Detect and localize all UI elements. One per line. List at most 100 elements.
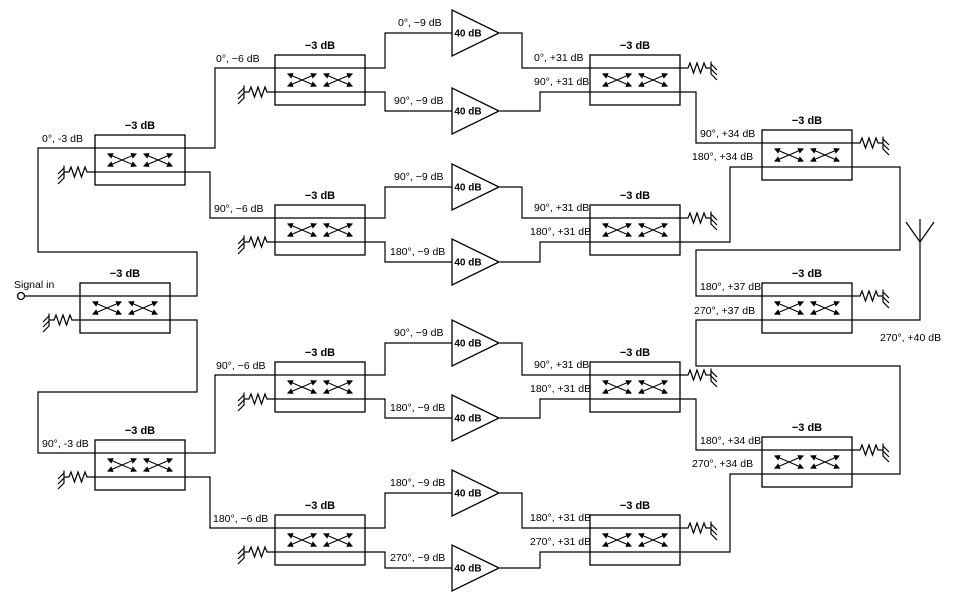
phase-level-label: 0°, −6 dB [216, 53, 260, 65]
terminated-port [237, 84, 276, 105]
phase-level-label: 270°, −9 dB [390, 552, 445, 564]
coupler-loss-label: −3 dB [125, 425, 155, 437]
amplifier-3: 40 dB [451, 163, 500, 211]
wire-splitter7-bottom-out [365, 551, 452, 569]
combiner-3: −3 dB [590, 347, 718, 412]
phase-level-label: 0°, +31 dB [534, 52, 583, 64]
amplifier-6: 40 dB [451, 394, 500, 442]
input-terminal [16, 291, 26, 301]
coupler-loss-label: −3 dB [305, 190, 335, 202]
amplifier-1: 40 dB [451, 9, 500, 57]
terminated-port [851, 288, 890, 309]
splitter-4: −3 dB [237, 40, 365, 105]
antenna-icon [905, 219, 935, 268]
phase-level-label: 180°, −9 dB [390, 402, 445, 414]
coupler-symbol [275, 55, 365, 105]
wire-amp6-out [500, 398, 590, 419]
phase-level-label: 90°, −6 dB [214, 203, 263, 215]
combiner-4: −3 dB [590, 500, 718, 565]
wire-combiner4-out [680, 473, 762, 553]
splitter-3: −3 dB [57, 425, 185, 490]
wire-splitter5-bottom-out [365, 241, 452, 263]
wire-amp8-out [500, 551, 590, 569]
coupler-symbol [95, 135, 185, 185]
phase-level-label: 180°, −9 dB [390, 246, 445, 258]
combiner-1: −3 dB [590, 40, 718, 105]
wire-combiner6-out [695, 319, 901, 475]
coupler-loss-label: −3 dB [620, 347, 650, 359]
terminated-port [679, 520, 718, 541]
terminated-port [237, 234, 276, 255]
terminated-port [57, 469, 96, 490]
phase-level-label: 180°, +31 dB [530, 383, 591, 395]
amp-gain-label: 40 dB [454, 183, 481, 194]
coupler-symbol [80, 283, 170, 333]
amp-gain-label: 40 dB [454, 29, 481, 40]
coupler-symbol [275, 205, 365, 255]
wire-final-out [852, 268, 921, 321]
amp-gain-label: 40 dB [454, 489, 481, 500]
wire-splitter2-top-out [185, 67, 275, 149]
amp-gain-label: 40 dB [454, 414, 481, 425]
wire-labels: 0°, -3 dB 90°, -3 dB 0°, −6 dB 90°, −6 d… [42, 17, 941, 564]
amplifier-2: 40 dB [451, 87, 500, 135]
coupler-loss-label: −3 dB [620, 500, 650, 512]
phase-level-label: 90°, −6 dB [216, 360, 265, 372]
amp-gain-label: 40 dB [454, 107, 481, 118]
coupler-loss-label: −3 dB [620, 40, 650, 52]
splitter-5: −3 dB [237, 190, 365, 255]
wire-amp7-out [500, 492, 590, 529]
phase-level-label: 90°, −9 dB [394, 171, 443, 183]
phase-level-label: 270°, +31 dB [530, 536, 591, 548]
wire-combiner1-out [680, 91, 762, 144]
splitter-1: −3 dB [42, 268, 170, 333]
coupler-symbol [95, 440, 185, 490]
wire-splitter3-top-out [185, 374, 275, 454]
terminated-port [237, 391, 276, 412]
amp-gain-label: 40 dB [454, 339, 481, 350]
terminated-port [679, 367, 718, 388]
phase-level-label: 0°, −9 dB [398, 17, 442, 29]
phase-level-label: 180°, +31 dB [530, 512, 591, 524]
phase-level-label: 270°, +40 dB [880, 332, 941, 344]
phase-level-label: 180°, −9 dB [390, 477, 445, 489]
terminated-port [42, 312, 81, 333]
wires [24, 32, 921, 569]
wire-amp1-out [500, 32, 590, 69]
wire-splitter4-top-out [365, 32, 452, 69]
terminated-port [57, 164, 96, 185]
coupler-loss-label: −3 dB [125, 120, 155, 132]
phase-level-label: 270°, +37 dB [694, 305, 755, 317]
coupler-loss-label: −3 dB [305, 347, 335, 359]
wire-splitter6-bottom-out [365, 398, 452, 419]
splitter-6: −3 dB [237, 347, 365, 412]
wire-combiner5-out [695, 166, 901, 297]
phase-level-label: 90°, -3 dB [42, 438, 89, 450]
amplifier-7: 40 dB [451, 469, 500, 517]
phase-level-label: 90°, +34 dB [700, 128, 755, 140]
terminated-port [851, 135, 890, 156]
coupler-symbol [590, 362, 680, 412]
wire-amp3-out [500, 186, 590, 219]
coupler-loss-label: −3 dB [305, 500, 335, 512]
phase-level-label: 90°, −9 dB [394, 95, 443, 107]
amplifier-4: 40 dB [451, 238, 500, 286]
wire-splitter7-top-out [365, 492, 452, 529]
coupler-loss-label: −3 dB [620, 190, 650, 202]
signal-in-label: Signal in [14, 279, 54, 291]
wire-splitter3-bottom-out [185, 476, 275, 529]
wire-splitter4-bottom-out [365, 91, 452, 112]
combiner-final: −3 dB [762, 268, 890, 333]
coupler-symbol [762, 437, 852, 487]
coupler-loss-label: −3 dB [305, 40, 335, 52]
phase-level-label: 180°, +34 dB [692, 151, 753, 163]
coupler-symbol [275, 515, 365, 565]
wire-splitter1-top-out [37, 147, 198, 297]
phase-level-label: 270°, +34 dB [692, 458, 753, 470]
wire-amp5-out [500, 342, 590, 376]
amp-gain-label: 40 dB [454, 258, 481, 269]
terminated-port [851, 442, 890, 463]
coupler-symbol [762, 283, 852, 333]
